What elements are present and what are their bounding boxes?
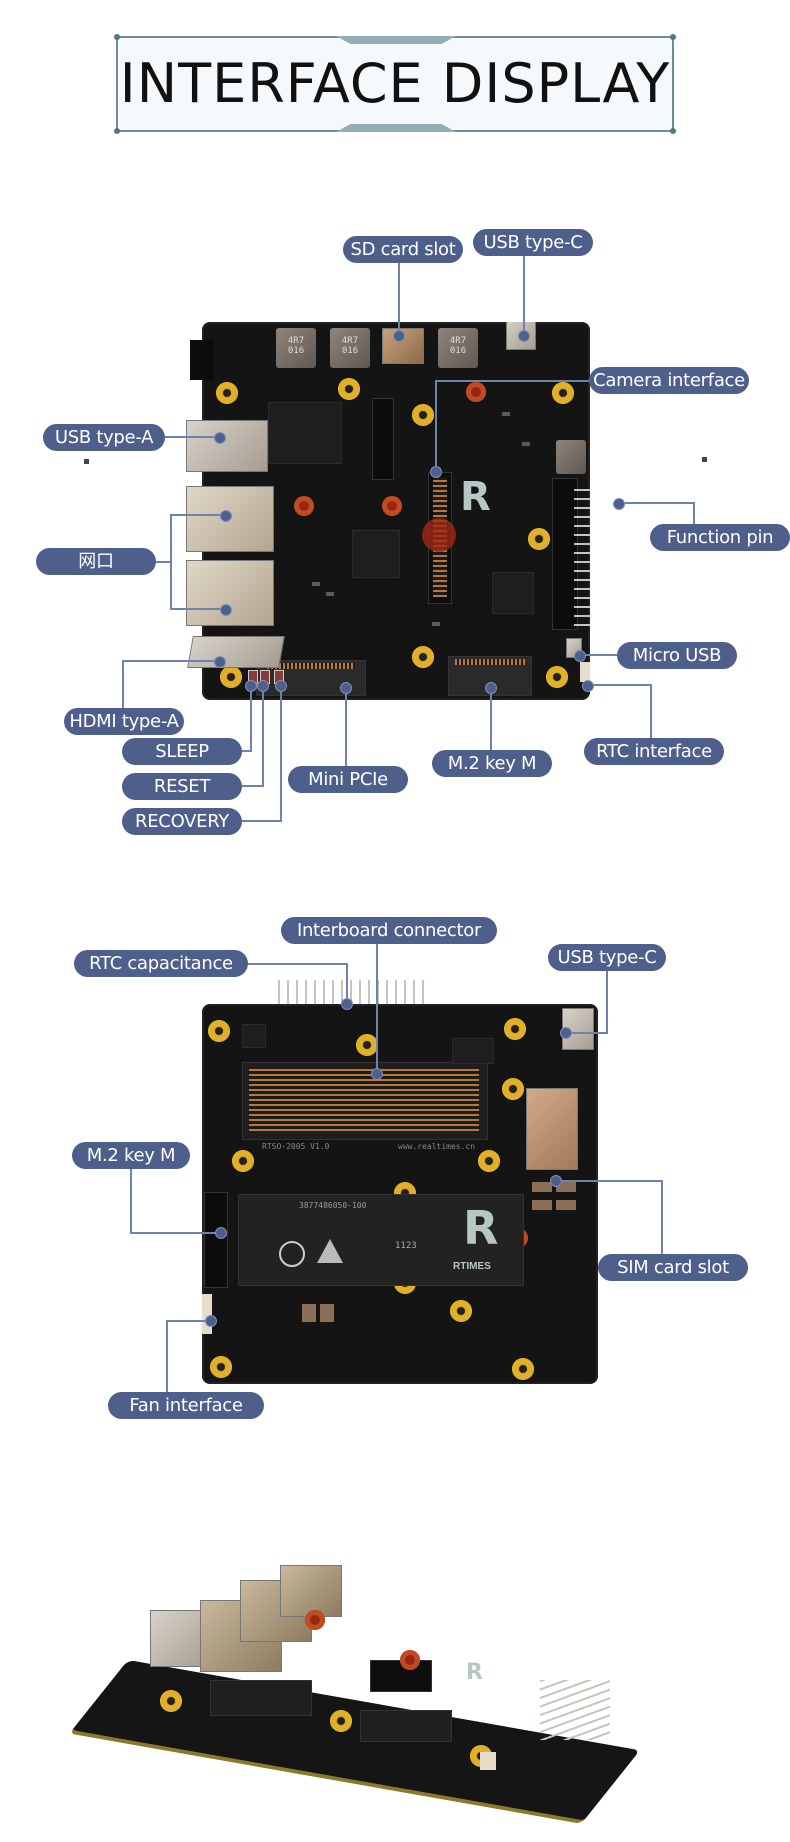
red-standoff bbox=[400, 1650, 420, 1670]
label-usb-type-c: USB type-C bbox=[548, 944, 666, 971]
chip bbox=[268, 402, 342, 464]
mount-hole bbox=[208, 1020, 230, 1042]
m2-slot bbox=[360, 1710, 452, 1742]
silkscreen-board-id: RTSO-2005 V1.0 bbox=[262, 1142, 330, 1151]
label-rtc-capacitance: RTC capacitance bbox=[74, 950, 248, 977]
chip bbox=[352, 530, 400, 578]
mount-hole bbox=[356, 1034, 378, 1056]
function-pin-header bbox=[552, 478, 578, 630]
label-recovery: RECOVERY bbox=[122, 808, 242, 835]
pcb-bottom: RTSO-2005 V1.0 www.realtimes.cn 38774860… bbox=[202, 1004, 598, 1384]
mount-hole bbox=[502, 1078, 524, 1100]
label-fan-interface: Fan interface bbox=[108, 1392, 264, 1419]
chip bbox=[492, 572, 534, 614]
mount-hole bbox=[232, 1150, 254, 1172]
brand-text: RTIMES bbox=[453, 1261, 491, 1272]
label-reset: RESET bbox=[122, 773, 242, 800]
red-standoff bbox=[382, 496, 402, 516]
label-sleep: SLEEP bbox=[122, 738, 242, 765]
rtc-connector bbox=[480, 1752, 496, 1770]
usb-a-port bbox=[186, 420, 268, 472]
red-component bbox=[422, 518, 456, 552]
mount-hole bbox=[338, 378, 360, 400]
corner-dot bbox=[670, 34, 676, 40]
inductor bbox=[556, 440, 586, 474]
red-standoff bbox=[305, 1610, 325, 1630]
m2-slot-vertical bbox=[372, 398, 394, 480]
m2-module: 3877486050-100 1123 R RTIMES bbox=[238, 1194, 524, 1286]
brand-logo: R bbox=[466, 1660, 483, 1685]
mount-hole bbox=[220, 666, 242, 688]
marker bbox=[702, 457, 707, 462]
corner-dot bbox=[114, 34, 120, 40]
mount-hole bbox=[412, 404, 434, 426]
pb-free-icon bbox=[279, 1241, 305, 1267]
function-pins bbox=[574, 482, 590, 626]
mount-hole bbox=[330, 1710, 352, 1732]
label-sd-card-slot: SD card slot bbox=[343, 236, 463, 263]
label-sim-card-slot: SIM card slot bbox=[598, 1254, 748, 1281]
corner-dot bbox=[670, 128, 676, 134]
label-ethernet-port: 网口 bbox=[36, 548, 156, 575]
mount-hole bbox=[528, 528, 550, 550]
banner-tab-bottom bbox=[336, 124, 456, 132]
mount-hole bbox=[210, 1356, 232, 1378]
label-mini-pcie: Mini PCIe bbox=[288, 766, 408, 793]
mount-hole bbox=[552, 382, 574, 404]
mount-hole bbox=[450, 1300, 472, 1322]
banner-tab-top bbox=[336, 36, 456, 44]
mount-hole bbox=[412, 646, 434, 668]
mount-hole bbox=[478, 1150, 500, 1172]
label-rtc-interface: RTC interface bbox=[584, 738, 724, 765]
brand-logo: R bbox=[460, 474, 491, 520]
warning-triangle-icon bbox=[317, 1239, 343, 1263]
label-usb-type-c: USB type-C bbox=[473, 229, 593, 256]
label-m2-key-m: M.2 key M bbox=[72, 1142, 190, 1169]
header-pins bbox=[278, 980, 428, 1006]
audio-jack bbox=[190, 340, 214, 380]
label-camera-interface: Camera interface bbox=[589, 367, 749, 394]
title-banner: INTERFACE DISPLAY bbox=[114, 34, 676, 134]
usb-a-port bbox=[280, 1565, 342, 1617]
marker bbox=[84, 459, 89, 464]
mount-hole bbox=[504, 1018, 526, 1040]
rtc-connector bbox=[580, 662, 590, 682]
mount-hole bbox=[160, 1690, 182, 1712]
label-usb-type-a: USB type-A bbox=[43, 424, 165, 451]
corner-dot bbox=[114, 128, 120, 134]
function-pins bbox=[540, 1680, 610, 1740]
brand-logo: R bbox=[463, 1201, 499, 1255]
label-hdmi-type-a: HDMI type-A bbox=[64, 708, 184, 735]
mount-hole bbox=[546, 666, 568, 688]
sim-card-slot bbox=[526, 1088, 578, 1170]
module-id: 3877486050-100 bbox=[299, 1201, 367, 1210]
camera-connector bbox=[370, 1660, 432, 1692]
fan-connector bbox=[202, 1294, 212, 1334]
red-standoff bbox=[294, 496, 314, 516]
mount-hole bbox=[512, 1358, 534, 1380]
mount-hole bbox=[216, 382, 238, 404]
module-code: 1123 bbox=[395, 1241, 417, 1251]
label-interboard-connector: Interboard connector bbox=[281, 917, 497, 944]
label-micro-usb: Micro USB bbox=[617, 642, 737, 669]
interboard-connector bbox=[242, 1062, 488, 1140]
hdmi-port bbox=[187, 636, 285, 668]
mini-pcie-slot bbox=[210, 1680, 312, 1716]
label-function-pin: Function pin bbox=[650, 524, 790, 551]
red-standoff bbox=[466, 382, 486, 402]
label-m2-key-m: M.2 key M bbox=[432, 750, 552, 777]
m2-slot bbox=[204, 1192, 228, 1288]
page-title: INTERFACE DISPLAY bbox=[119, 52, 671, 115]
ethernet-port-2 bbox=[186, 560, 274, 626]
silkscreen-website: www.realtimes.cn bbox=[398, 1142, 476, 1151]
